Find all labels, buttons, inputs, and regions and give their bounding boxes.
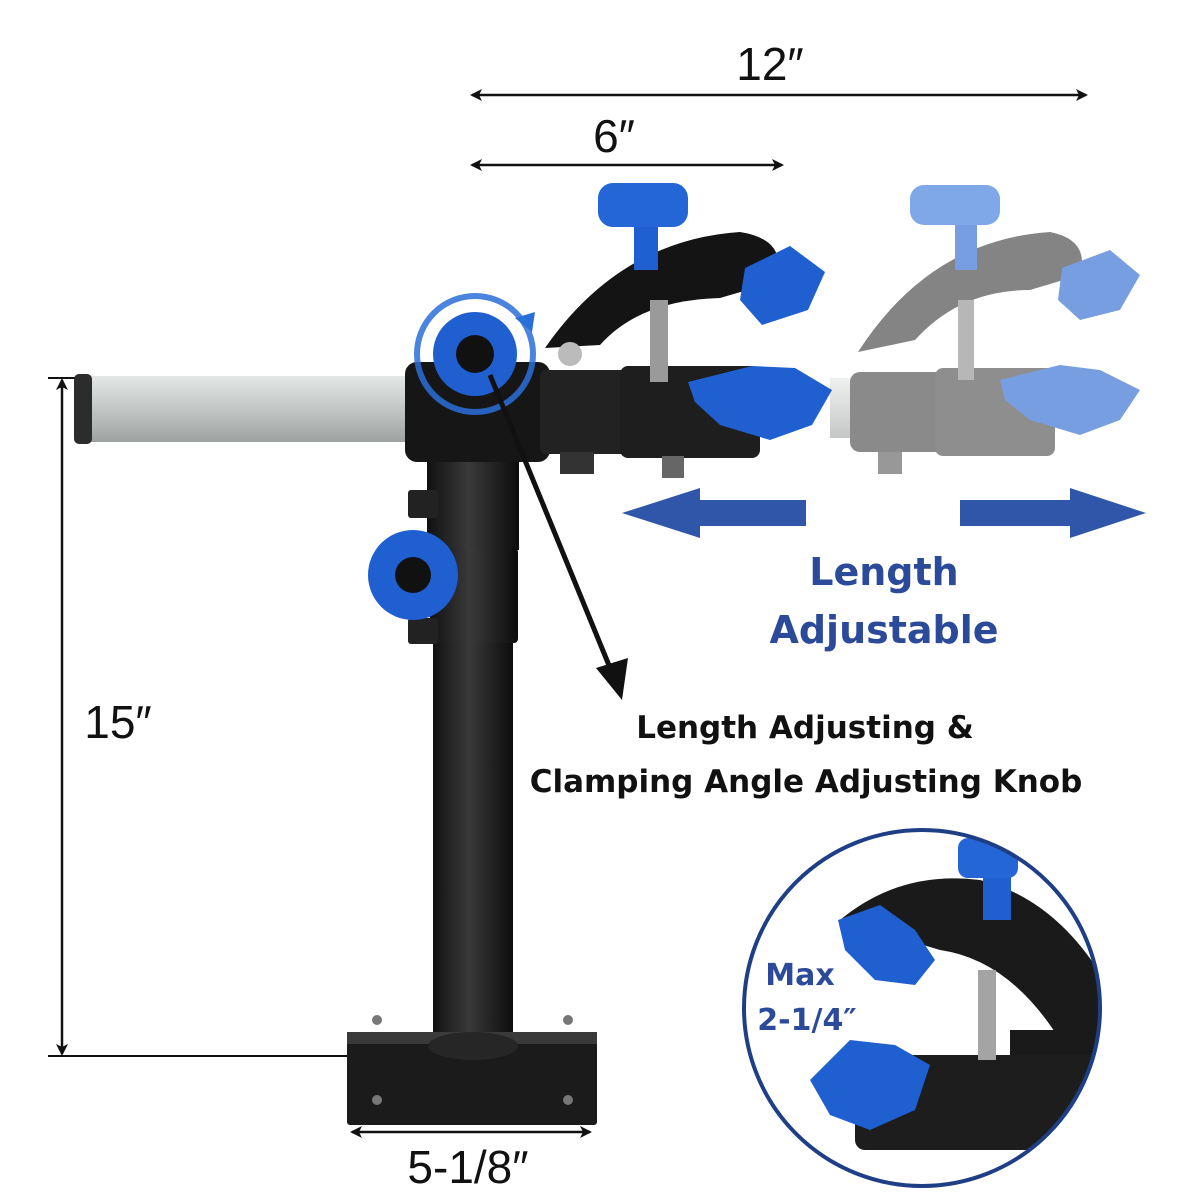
dimension-6-inch: 6″	[470, 110, 784, 171]
dimension-15-label: 15″	[84, 696, 151, 748]
dimension-12-label: 12″	[736, 38, 803, 90]
t-junction	[405, 362, 630, 474]
feature-label-line1: Length	[809, 550, 958, 594]
dimension-base-width: 5-1/8″	[350, 1126, 592, 1193]
side-adjust-knob-icon	[368, 530, 458, 620]
callout-label-line2: Clamping Angle Adjusting Knob	[530, 764, 1083, 800]
inset-detail	[742, 828, 1102, 1188]
feature-label-line2: Adjustable	[769, 608, 998, 652]
dimension-6-label: 6″	[593, 110, 635, 162]
vertical-post	[408, 440, 519, 1045]
dimension-12-inch: 12″	[470, 38, 1088, 101]
length-adjust-knob-icon	[414, 293, 536, 415]
extended-clamp-ghost	[830, 185, 1140, 474]
callout-pointer	[487, 374, 628, 700]
mounting-base-plate	[347, 1015, 597, 1125]
horizontal-tube	[74, 374, 418, 444]
inset-label-line2: 2-1/4″	[757, 1003, 856, 1038]
callout-label-line1: Length Adjusting &	[636, 710, 974, 746]
front-clamp	[545, 183, 832, 478]
dimension-base-label: 5-1/8″	[407, 1141, 528, 1193]
length-adjust-arrows-icon	[622, 488, 1146, 538]
dimension-15-inch: 15″	[48, 377, 360, 1057]
inset-label-line1: Max	[765, 958, 834, 993]
